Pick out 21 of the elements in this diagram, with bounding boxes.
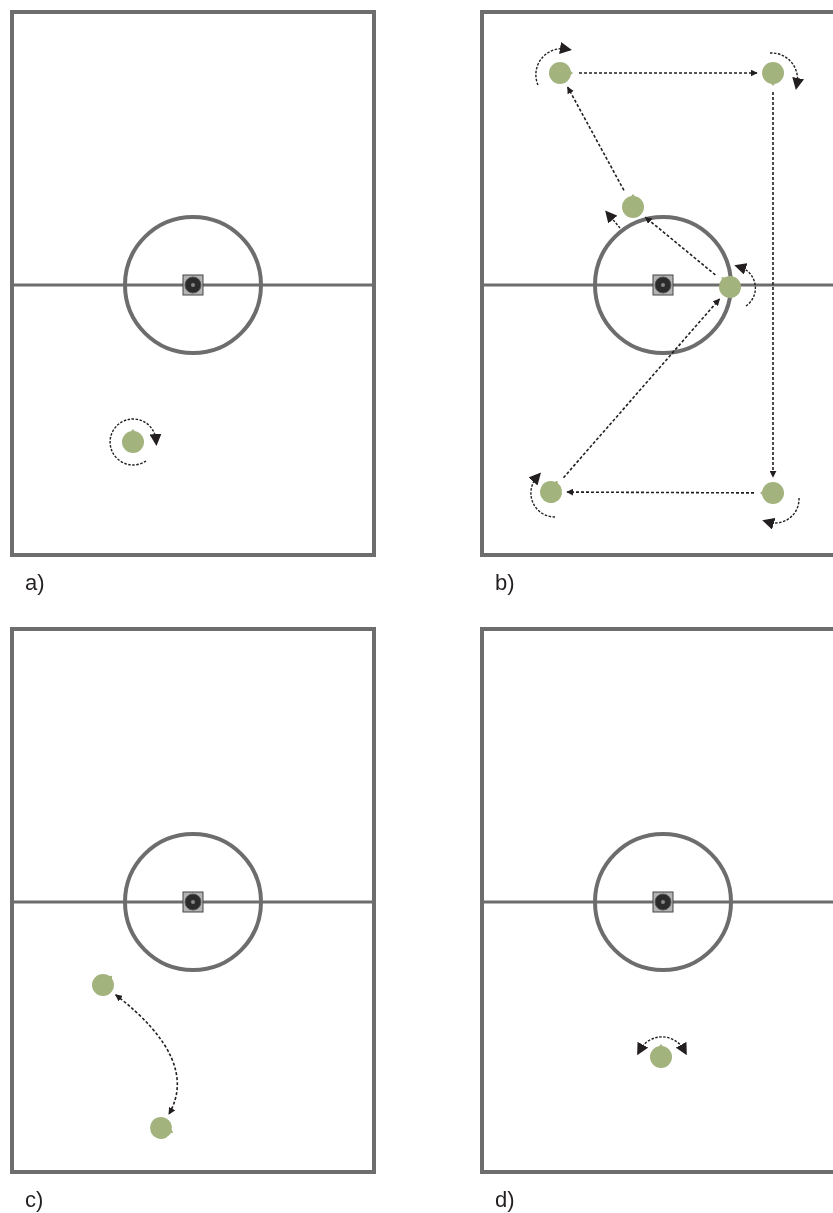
animal-marker — [89, 971, 117, 999]
animal-marker — [716, 273, 744, 301]
panel-label: b) — [495, 570, 515, 596]
arrow — [566, 86, 625, 192]
arrow — [114, 994, 179, 1115]
animal-marker — [647, 1043, 675, 1071]
panel-label: a) — [25, 570, 45, 596]
panel-label: c) — [25, 1187, 44, 1213]
animal-marker — [546, 59, 574, 87]
arrow — [566, 488, 755, 496]
animal-marker — [759, 59, 787, 87]
arrow — [644, 216, 717, 276]
animal-marker — [619, 193, 647, 221]
arrow — [769, 91, 777, 478]
arrow — [562, 298, 721, 479]
animal-marker — [147, 1114, 175, 1142]
animal-marker — [537, 478, 565, 506]
animal-marker — [759, 479, 787, 507]
animal-marker — [119, 428, 147, 456]
panel-label: d) — [495, 1187, 515, 1213]
arrow — [578, 69, 758, 77]
